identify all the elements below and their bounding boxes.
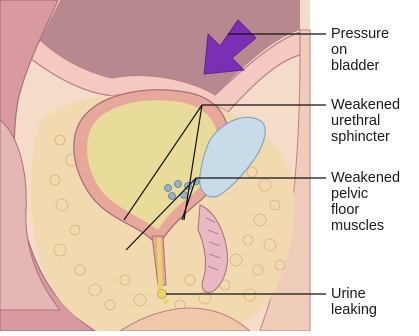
- label-line: floor: [331, 202, 400, 218]
- label-line: on: [331, 42, 389, 58]
- label-line: bladder: [331, 58, 389, 74]
- label-line: Urine: [331, 286, 377, 302]
- label-line: urethral: [331, 113, 400, 129]
- label-line: muscles: [331, 218, 400, 234]
- label-line: sphincter: [331, 129, 400, 145]
- urine-drop-small: [164, 300, 169, 305]
- label-line: pelvic: [331, 186, 400, 202]
- label-urine-leaking: Urine leaking: [331, 286, 377, 318]
- urine-drop: [158, 290, 167, 299]
- label-pressure-on-bladder: Pressure on bladder: [331, 26, 389, 74]
- label-weakened-pelvic-floor-muscles: Weakened pelvic floor muscles: [331, 170, 400, 234]
- label-line: leaking: [331, 302, 377, 318]
- label-weakened-urethral-sphincter: Weakened urethral sphincter: [331, 97, 400, 145]
- label-line: Weakened: [331, 97, 400, 113]
- label-line: Pressure: [331, 26, 389, 42]
- label-line: Weakened: [331, 170, 400, 186]
